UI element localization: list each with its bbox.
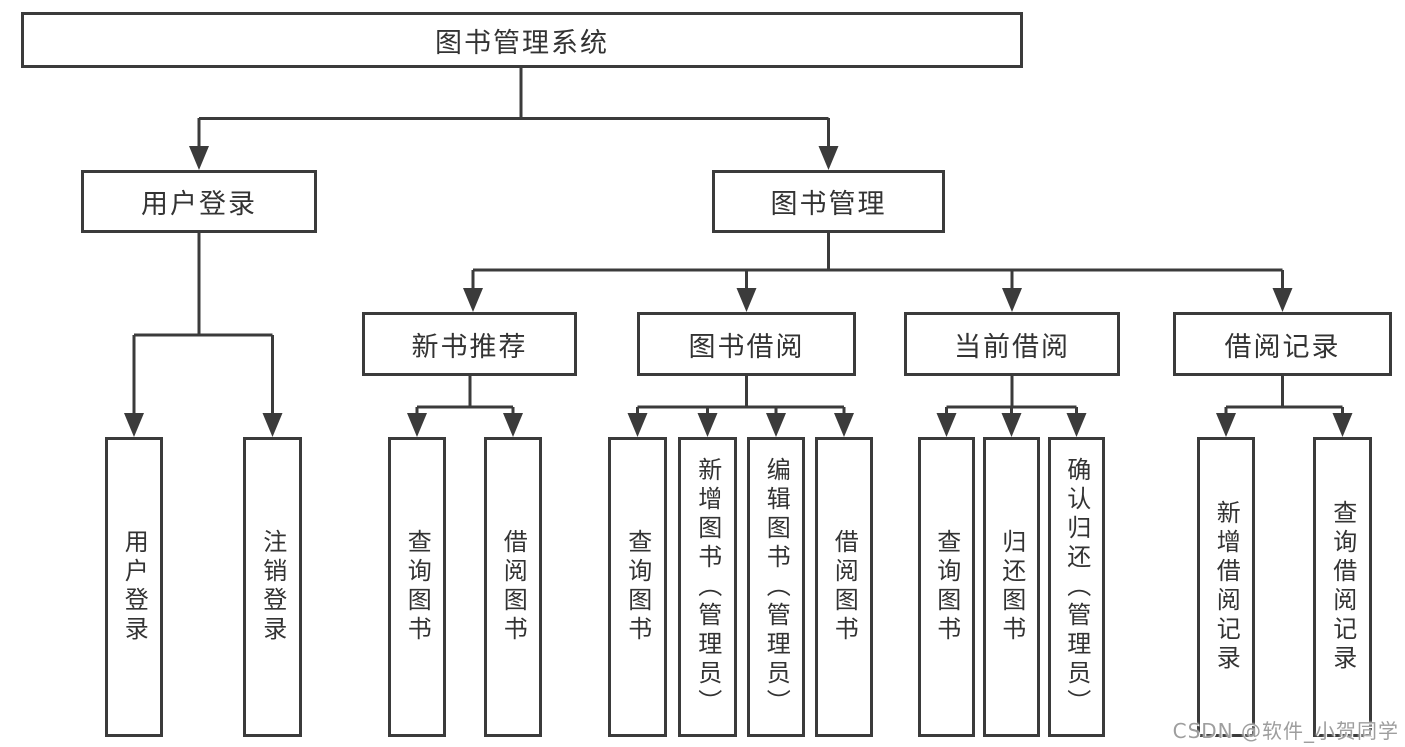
leaf-user-login: 用户登录 bbox=[105, 437, 163, 737]
leaf-add-borrow-record: 新增借阅记录 bbox=[1197, 437, 1255, 737]
leaf-logout-label: 注销登录 bbox=[258, 529, 287, 645]
leaf-edit-book-admin-label: 编辑图书（管理员） bbox=[762, 456, 791, 718]
leaf-logout: 注销登录 bbox=[243, 437, 302, 737]
leaf-query-borrow-record: 查询借阅记录 bbox=[1313, 437, 1372, 737]
node-book-borrow-label: 图书借阅 bbox=[688, 331, 805, 363]
leaf-add-borrow-record-label: 新增借阅记录 bbox=[1212, 500, 1241, 674]
node-user-login-label: 用户登录 bbox=[141, 189, 257, 220]
node-root-label: 图书管理系统 bbox=[435, 27, 609, 59]
leaf-query-books-recommend: 查询图书 bbox=[388, 437, 446, 737]
leaf-borrow-books-label: 借阅图书 bbox=[830, 529, 859, 645]
leaf-borrow-books-recommend: 借阅图书 bbox=[484, 437, 542, 737]
node-book-borrow: 图书借阅 bbox=[637, 312, 856, 376]
leaf-query-books-current: 查询图书 bbox=[918, 437, 975, 737]
leaf-query-borrow-record-label: 查询借阅记录 bbox=[1328, 500, 1357, 674]
node-user-login: 用户登录 bbox=[81, 170, 317, 233]
leaf-query-books-borrow: 查询图书 bbox=[608, 437, 667, 737]
node-book-management-label: 图书管理 bbox=[770, 189, 887, 220]
node-new-book-recommend-label: 新书推荐 bbox=[411, 331, 528, 363]
leaf-query-books-borrow-label: 查询图书 bbox=[623, 529, 652, 645]
leaf-return-books: 归还图书 bbox=[983, 437, 1040, 737]
leaf-confirm-return-admin: 确认归还（管理员） bbox=[1048, 437, 1105, 737]
node-new-book-recommend: 新书推荐 bbox=[362, 312, 577, 376]
node-borrow-records-label: 借阅记录 bbox=[1224, 331, 1341, 363]
leaf-query-books-recommend-label: 查询图书 bbox=[403, 529, 432, 645]
leaf-add-book-admin-label: 新增图书（管理员） bbox=[693, 456, 722, 718]
node-root: 图书管理系统 bbox=[21, 12, 1023, 68]
watermark: CSDN @软件_小贺同学 bbox=[1172, 719, 1399, 743]
leaf-return-books-label: 归还图书 bbox=[997, 529, 1026, 645]
leaf-borrow-books: 借阅图书 bbox=[815, 437, 873, 737]
leaf-query-books-current-label: 查询图书 bbox=[932, 529, 961, 645]
leaf-add-book-admin: 新增图书（管理员） bbox=[678, 437, 737, 737]
node-current-borrow-label: 当前借阅 bbox=[954, 331, 1070, 363]
leaf-borrow-books-recommend-label: 借阅图书 bbox=[499, 529, 528, 645]
leaf-edit-book-admin: 编辑图书（管理员） bbox=[747, 437, 805, 737]
node-book-management: 图书管理 bbox=[712, 170, 945, 233]
node-current-borrow: 当前借阅 bbox=[904, 312, 1120, 376]
leaf-confirm-return-admin-label: 确认归还（管理员） bbox=[1062, 456, 1091, 718]
leaf-user-login-label: 用户登录 bbox=[120, 529, 149, 645]
node-borrow-records: 借阅记录 bbox=[1173, 312, 1392, 376]
